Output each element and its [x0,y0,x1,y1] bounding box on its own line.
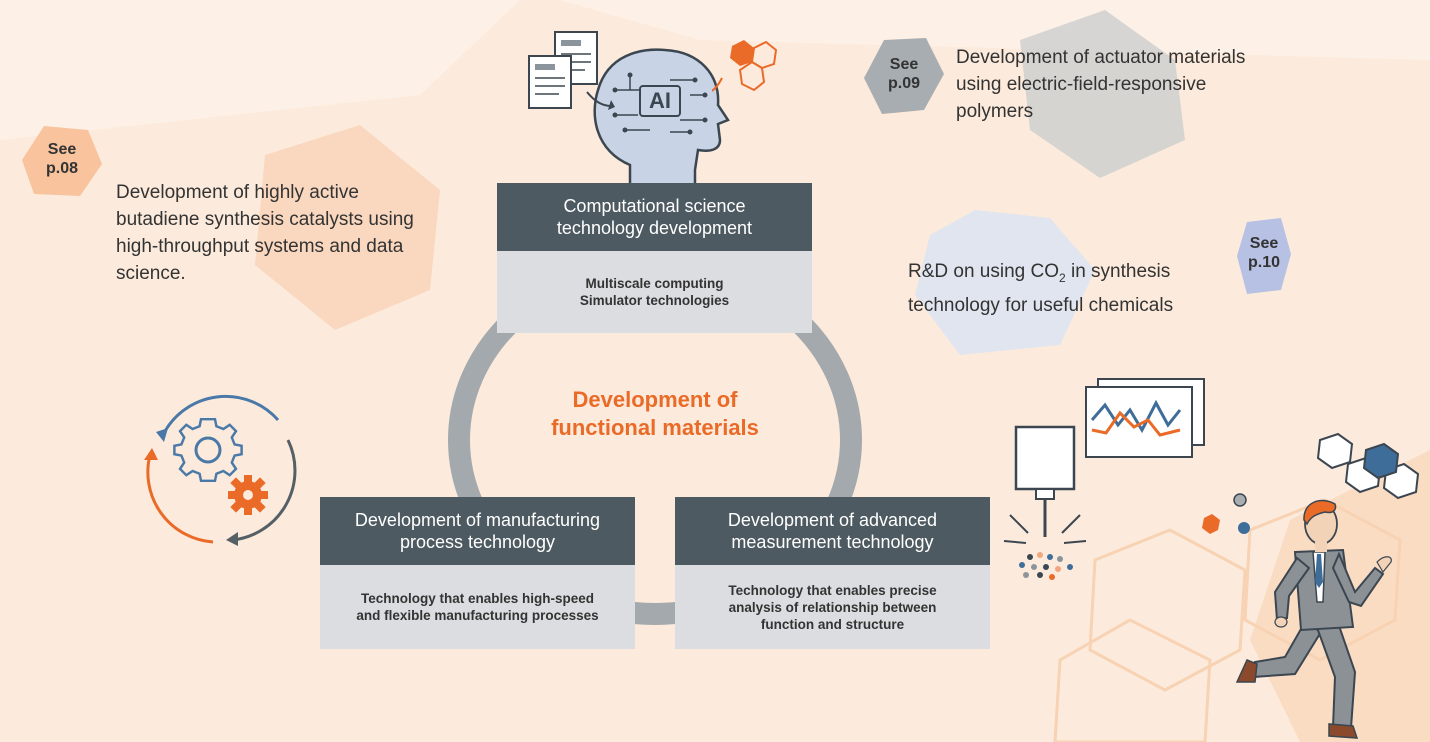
see-p08-badge-page: p.08 [45,160,78,177]
see-p09-badge: See p.09 [868,55,940,93]
measurement-instrument-icon [1003,378,1205,580]
advanced-measurement-body: Technology that enables precise analysis… [675,565,990,649]
see-p08-badge-see: See [47,141,77,158]
callout-p10-line1: R&D on using CO2 in synthesis [908,261,1171,285]
callout-p08-text: Development of highly active butadiene s… [116,182,414,284]
center-title-line2: functional materials [551,415,759,440]
bg-hexagon-orange [255,125,440,330]
see-p08-badge: See p.08 [26,140,98,178]
see-p10-badge-shape [1237,218,1291,294]
hexagon-cluster-icon [1202,432,1420,534]
bg-hexagon-gray [1020,10,1185,178]
see-p10-badge-see: See [1249,235,1279,252]
gears-cycle-icon [144,394,297,546]
center-title-line1: Development of [572,387,738,412]
bg-hexagon-blue [915,210,1095,355]
see-p09-badge-shape [864,38,944,114]
center-title: Development of functional materials [505,386,805,442]
see-p09-badge-page: p.09 [887,75,920,92]
see-p10-badge-page: p.10 [1247,254,1280,271]
advanced-measurement-header: Development of advanced measurement tech… [675,497,990,565]
manufacturing-process-body: Technology that enables high-speed and f… [320,565,635,649]
running-businessman-illustration [1235,499,1392,739]
ai-head-icon [593,48,730,195]
see-p08-badge-shape [22,126,102,196]
callout-p10-text: R&D on using CO2 in synthesis technology… [908,258,1238,319]
callout-p09-text: Development of actuator materials using … [956,47,1246,122]
molecule-icon [712,40,778,92]
manufacturing-process-header: Development of manufacturing process tec… [320,497,635,565]
documents-icon [528,31,615,110]
see-p09-badge-see: See [889,56,919,73]
ai-label: AI [649,88,671,113]
computational-science-body: Multiscale computing Simulator technolog… [497,251,812,333]
computational-science-header: Computational science technology develop… [497,183,812,251]
callout-p10-line2: technology for useful chemicals [908,294,1174,316]
see-p10-badge: See p.10 [1238,234,1290,272]
